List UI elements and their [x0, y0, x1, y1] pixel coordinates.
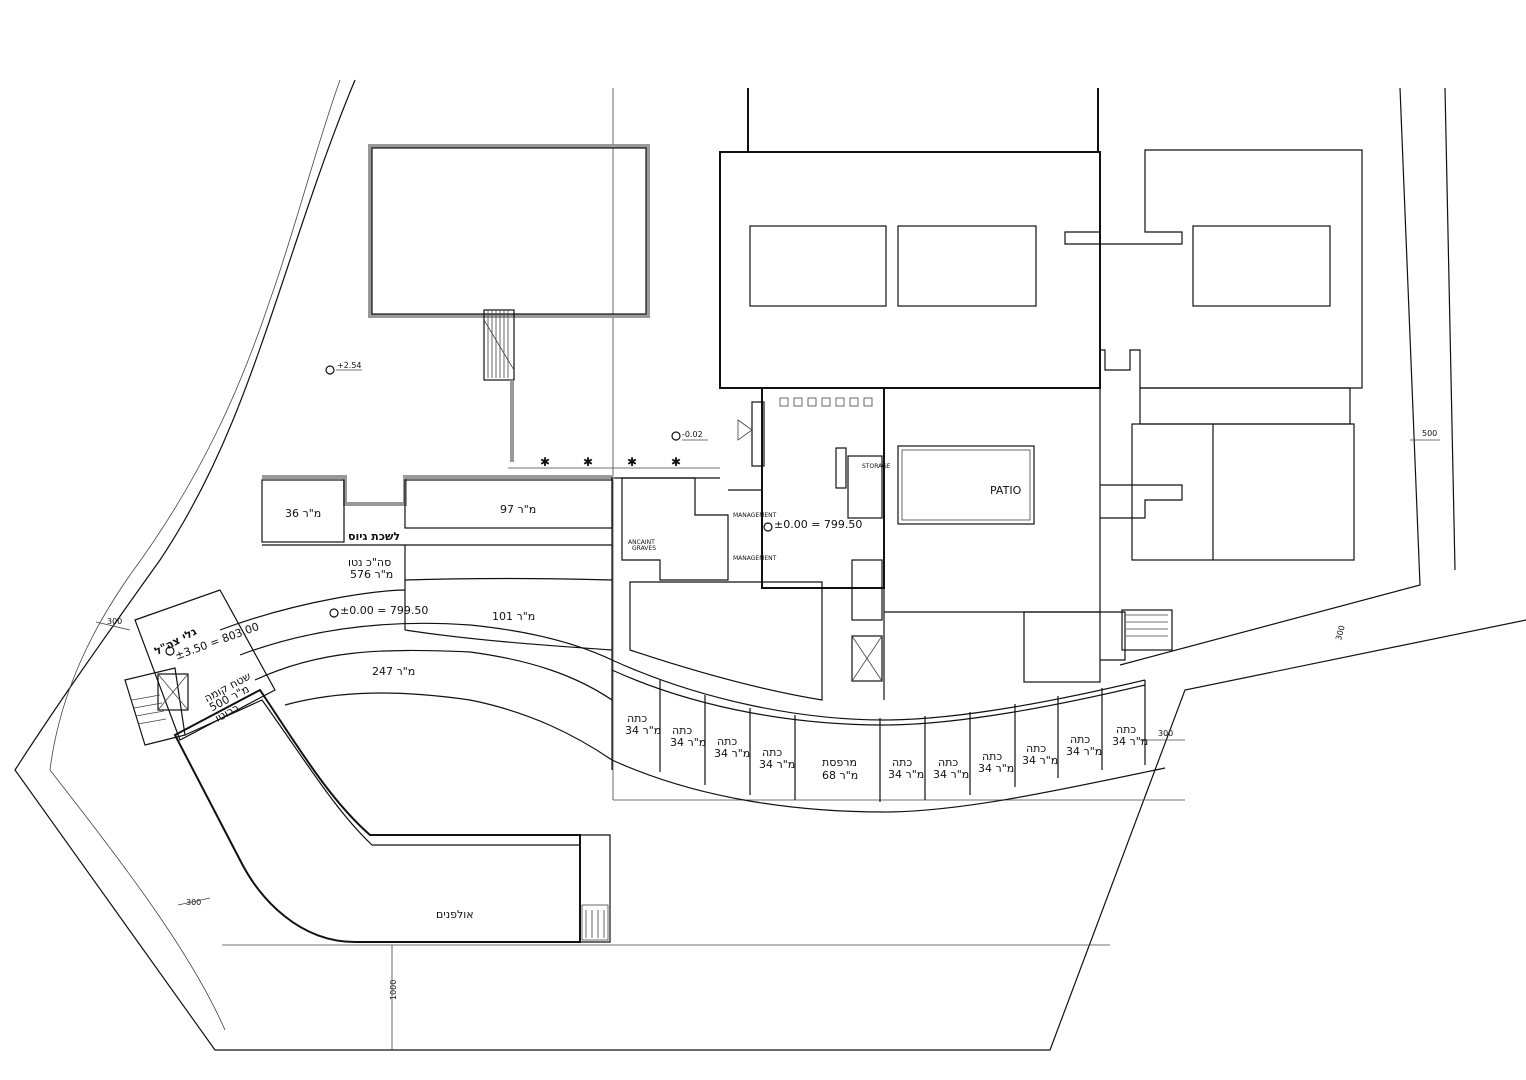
- plan-labels: 36 מ"ר 97 מ"ר לשכת גיוס סה"כ נטו 576 מ"ר…: [152, 463, 1021, 921]
- level-markers: [165, 365, 773, 656]
- site-boundary: [14, 79, 1526, 1051]
- classroom-label: כתה: [627, 712, 647, 725]
- label-room-247: 247 מ"ר: [372, 665, 415, 678]
- classroom-area: 34 מ"ר: [1022, 754, 1058, 767]
- level-002: -0.02: [682, 430, 703, 439]
- classroom-area: 34 מ"ר: [933, 768, 969, 781]
- classroom-area: 34 מ"ר: [978, 762, 1014, 775]
- label-balcony-2: 68 מ"ר: [822, 769, 858, 782]
- dimension-lines: [95, 439, 1440, 1050]
- dimension-300-topleft: 300: [107, 617, 122, 626]
- classroom-area: 34 מ"ר: [1066, 745, 1102, 758]
- label-management-1: MANAGEMENT: [733, 512, 777, 519]
- classroom-area: 34 מ"ר: [888, 768, 924, 781]
- tree-icon: ✱: [583, 455, 593, 469]
- dimension-500: 500: [1422, 429, 1437, 438]
- fixture-row: [779, 397, 873, 407]
- classroom-label: כתה: [1116, 723, 1136, 736]
- classroom-labels: כתה 34 מ"ר כתה 34 מ"ר כתה 34 מ"ר כתה 34 …: [625, 712, 1148, 781]
- classroom-label: כתה: [1026, 742, 1046, 755]
- classroom-label: כתה: [717, 735, 737, 748]
- tree-icon: ✱: [671, 455, 681, 469]
- level-254: +2.54: [337, 361, 362, 370]
- studios-wing: [173, 688, 611, 943]
- classroom-area: 34 מ"ר: [759, 758, 795, 771]
- dimension-labels: 500 300 300 300 300 1000: [107, 429, 1437, 1000]
- walkway-trees: ✱ ✱ ✱ ✱: [508, 455, 720, 469]
- classroom-wing: [611, 477, 1166, 813]
- dimension-1000: 1000: [389, 980, 398, 1000]
- label-gross-area-2: 576 מ"ר: [350, 568, 393, 581]
- dimension-300-classroom: 300: [1158, 729, 1173, 738]
- classroom-area: 34 מ"ר: [1112, 735, 1148, 748]
- classroom-label: כתה: [892, 756, 912, 769]
- classroom-label: כתה: [672, 724, 692, 737]
- label-patio: PATIO: [990, 484, 1022, 497]
- classroom-area: 34 מ"ר: [714, 747, 750, 760]
- label-management-2: MANAGEMENT: [733, 555, 777, 562]
- classroom-label: כתה: [982, 750, 1002, 763]
- classroom-label: כתה: [762, 746, 782, 759]
- label-room-36: 36 מ"ר: [285, 507, 321, 520]
- classroom-label: כתה: [938, 756, 958, 769]
- label-gross-area-1: סה"כ נטו: [348, 556, 391, 569]
- label-studios: אולפנים: [436, 908, 474, 921]
- label-ancient-graves-1: ANCAINT: [628, 539, 655, 546]
- classroom-label: כתה: [1070, 733, 1090, 746]
- dimension-300-right: 300: [1334, 624, 1347, 641]
- central-block: [737, 387, 1183, 700]
- label-lobby: לשכת גיוס: [348, 530, 400, 543]
- west-wing: [219, 475, 613, 770]
- level-000-center: ±0.00 = 799.50: [774, 518, 862, 531]
- label-room-97: 97 מ"ר: [500, 503, 536, 516]
- classroom-area: 34 מ"ר: [670, 736, 706, 749]
- label-balcony-1: מרפסת: [822, 756, 857, 769]
- upper-right-buildings: [719, 88, 1363, 561]
- dimension-300-bottomleft: 300: [186, 898, 201, 907]
- classroom-area: 34 מ"ר: [625, 724, 661, 737]
- tree-icon: ✱: [540, 455, 550, 469]
- label-room-101: 101 מ"ר: [492, 610, 535, 623]
- level-000-left: ±0.00 = 799.50: [340, 604, 428, 617]
- upper-left-building: [368, 144, 650, 462]
- label-ancient-graves-2: GRAVES: [632, 545, 656, 552]
- tree-icon: ✱: [627, 455, 637, 469]
- label-storage: STORAGE: [862, 463, 891, 470]
